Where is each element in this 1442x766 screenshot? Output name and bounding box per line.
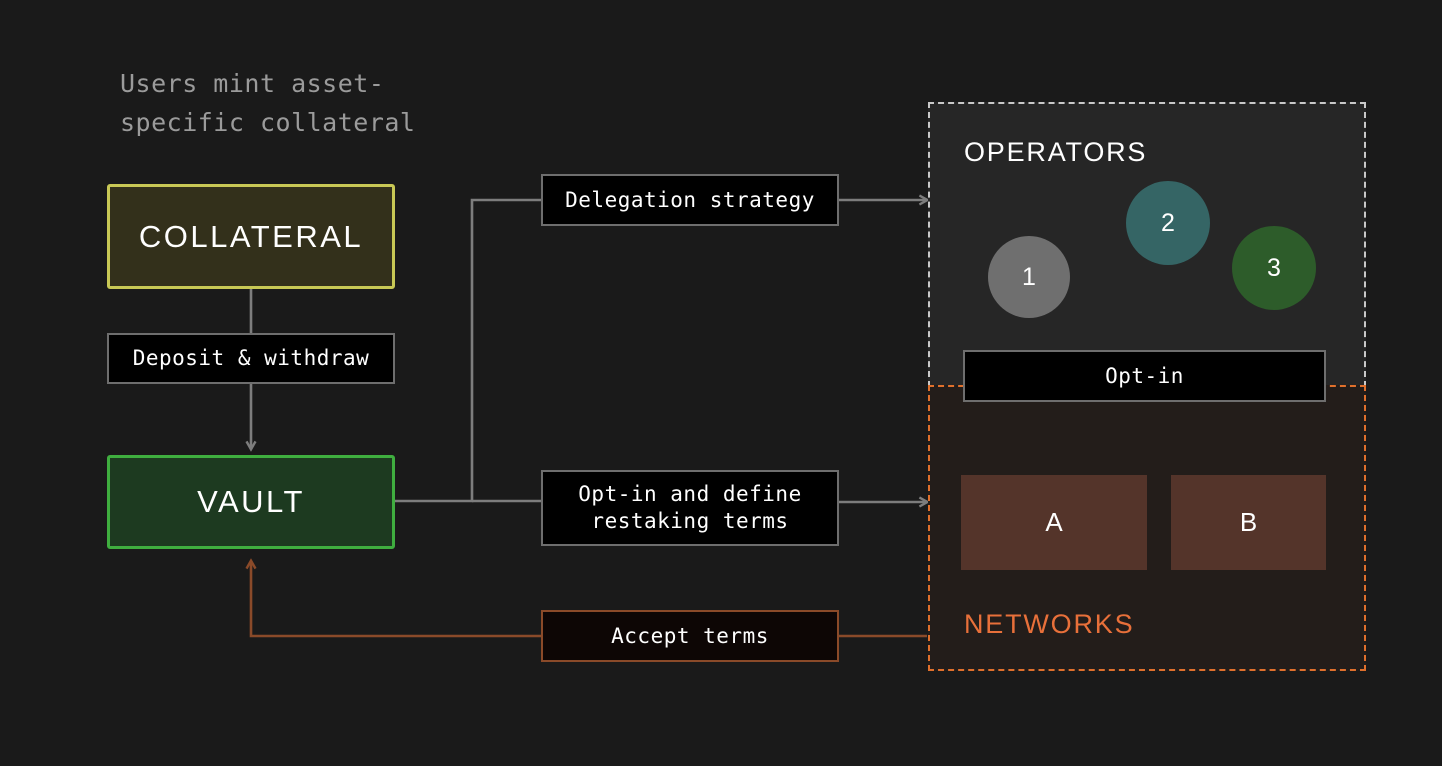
node-optin-and-define-restaking-terms[interactable]: Opt-in and define restaking terms — [541, 470, 839, 546]
node-optin[interactable]: Opt-in — [963, 350, 1326, 402]
network-node-b[interactable]: B — [1171, 475, 1326, 570]
node-deposit-withdraw[interactable]: Deposit & withdraw — [107, 333, 395, 384]
caption-users-mint-collateral: Users mint asset- specific collateral — [120, 69, 416, 137]
node-collateral[interactable]: COLLATERAL — [107, 184, 395, 289]
operator-node-3[interactable]: 3 — [1232, 226, 1316, 310]
operator-node-1[interactable]: 1 — [988, 236, 1070, 318]
node-accept-terms[interactable]: Accept terms — [541, 610, 839, 662]
node-delegation-strategy[interactable]: Delegation strategy — [541, 174, 839, 226]
wire-vault-to-delegation — [395, 198, 541, 503]
network-node-a[interactable]: A — [961, 475, 1147, 570]
operator-node-2[interactable]: 2 — [1126, 181, 1210, 265]
node-vault[interactable]: VAULT — [107, 455, 395, 549]
wire-accept-terms-to-vault — [251, 561, 541, 638]
networks-panel-title: NETWORKS — [964, 609, 1135, 639]
operators-panel-title: OPERATORS — [964, 137, 1148, 167]
